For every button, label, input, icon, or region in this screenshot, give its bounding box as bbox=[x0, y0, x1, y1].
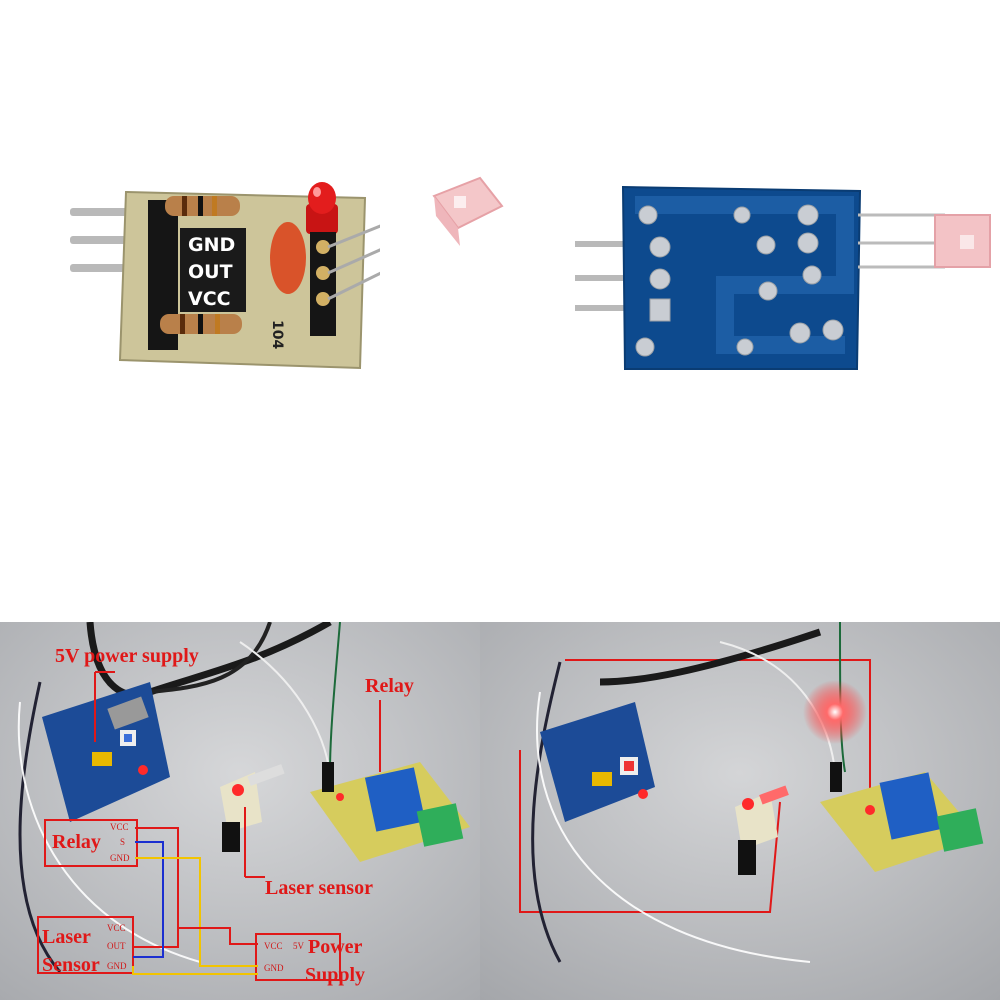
power-pin-vcc: VCC bbox=[264, 941, 283, 951]
laser-receiver-module-back-photo bbox=[575, 185, 995, 375]
relay-pin-vcc: VCC bbox=[110, 822, 129, 832]
header-pins-back bbox=[575, 241, 630, 311]
label-laser-sensor: Laser sensor bbox=[265, 877, 373, 899]
label-5v-power-supply: 5V power supply bbox=[55, 645, 199, 667]
relay-pin-gnd: GND bbox=[110, 853, 130, 863]
ceramic-capacitor bbox=[270, 222, 306, 294]
laser-pin-vcc: VCC bbox=[107, 923, 126, 933]
red-led bbox=[306, 204, 338, 234]
pin-label-out: OUT bbox=[188, 261, 233, 283]
power-pin-5v: 5V bbox=[293, 941, 304, 951]
laser-glow bbox=[803, 680, 867, 744]
power-schematic-box bbox=[255, 933, 341, 981]
relay-box-title: Relay bbox=[52, 831, 101, 853]
capacitor-code: 104 bbox=[269, 320, 285, 349]
laser-box-title-line2: Sensor bbox=[42, 954, 100, 976]
relay-pin-s: S bbox=[120, 837, 126, 847]
label-relay: Relay bbox=[365, 675, 414, 697]
laser-pin-out: OUT bbox=[107, 941, 126, 951]
working-demo-photo bbox=[480, 622, 1000, 1000]
power-box-title-line2: Supply bbox=[305, 964, 366, 986]
laser-schematic-box bbox=[37, 916, 134, 974]
laser-sensor-module bbox=[220, 772, 262, 832]
laser-pin-gnd: GND bbox=[107, 961, 127, 971]
solder-pads bbox=[635, 204, 844, 357]
laser-receiver-module-front-photo: GND OUT VCC 104 bbox=[60, 170, 380, 380]
pin-label-gnd: GND bbox=[188, 234, 235, 256]
power-module-demo bbox=[540, 702, 655, 822]
laser-box-title-line1: Laser bbox=[42, 926, 91, 948]
power-pin-gnd: GND bbox=[264, 963, 284, 973]
pin-label-vcc: VCC bbox=[188, 288, 231, 310]
wiring-diagram-photo: 5V power supply Relay Laser sensor Relay… bbox=[0, 622, 480, 1000]
photodiode-receiver bbox=[430, 176, 505, 251]
power-box-title-line1: Power bbox=[308, 936, 363, 958]
